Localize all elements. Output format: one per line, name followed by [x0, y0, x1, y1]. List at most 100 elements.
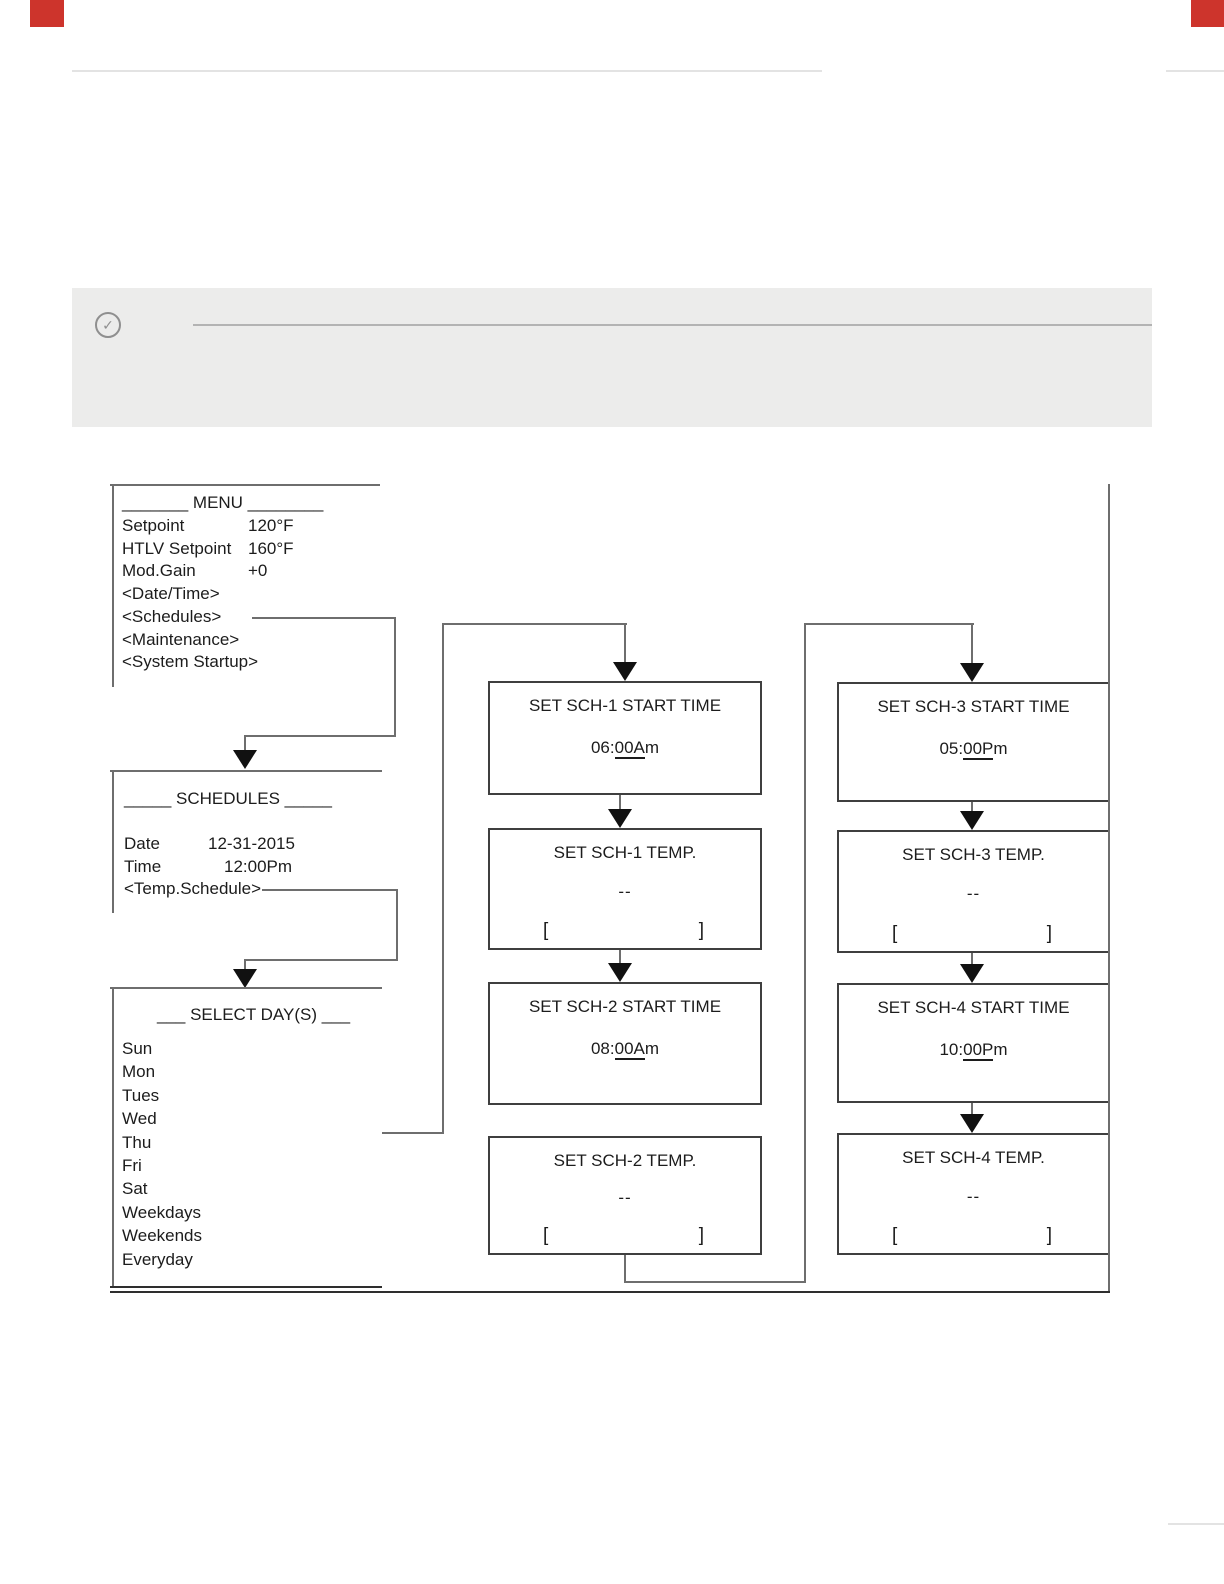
check-circle-icon: ✓ — [95, 312, 121, 338]
temp-placeholder: -- — [966, 884, 981, 903]
select-days-top-edge — [110, 987, 382, 989]
schedules-row-temp-schedule: <Temp.Schedule> — [124, 878, 295, 901]
page-rule-bottom-right — [1168, 1523, 1224, 1525]
sch-box-title: SET SCH-3 START TIME — [877, 697, 1070, 716]
time-underlined: 00P — [963, 1040, 994, 1061]
arrow-down-icon — [960, 964, 984, 983]
temp-placeholder: -- — [618, 881, 632, 901]
time-prefix: 06: — [590, 738, 615, 757]
day-item: Thu — [122, 1132, 152, 1152]
connector-line — [262, 889, 398, 891]
sch1-start-time-box: SET SCH-1 START TIME 06:00Am — [488, 681, 762, 795]
sch-box-title: SET SCH-1 TEMP. — [553, 843, 697, 862]
arrow-down-icon — [233, 750, 257, 769]
connector-line — [624, 1255, 626, 1283]
menu-row-label: Setpoint — [122, 516, 185, 535]
time-suffix: m — [993, 1040, 1008, 1059]
sch2-start-time-box: SET SCH-2 START TIME 08:00Am — [488, 982, 762, 1105]
page-rule-top-right — [1166, 70, 1224, 72]
menu-row-system-startup: <System Startup> — [122, 651, 294, 674]
sch3-temp-box: SET SCH-3 TEMP. -- [] — [837, 830, 1110, 953]
menu-screen-left-edge — [112, 484, 114, 687]
connector-line — [619, 950, 621, 965]
bracket-close: ] — [1046, 1225, 1052, 1246]
arrow-down-icon — [960, 663, 984, 682]
time-prefix: 10: — [939, 1040, 964, 1059]
time-suffix: m — [993, 739, 1008, 758]
sch-box-title: SET SCH-3 TEMP. — [902, 845, 1045, 864]
sch-box-title: SET SCH-1 START TIME — [528, 696, 722, 715]
day-item: Sun — [122, 1039, 153, 1058]
bracket-close: ] — [698, 1225, 704, 1246]
temp-entry-brackets: [] — [490, 1225, 760, 1247]
select-days-bottom-edge — [110, 1286, 382, 1288]
connector-line — [624, 1281, 806, 1283]
arrow-down-icon — [608, 963, 632, 982]
sch-box-title: SET SCH-2 TEMP. — [553, 1151, 697, 1170]
day-item: Fri — [122, 1156, 142, 1176]
sch4-start-time-box: SET SCH-4 START TIME 10:00Pm — [837, 983, 1110, 1103]
note-banner: ✓ — [72, 288, 1152, 427]
connector-line — [442, 623, 627, 625]
menu-row-label: <System Startup> — [122, 652, 259, 672]
sch-start-time-value: 08:00Am — [591, 1039, 660, 1060]
connector-line — [244, 735, 396, 737]
menu-row-label: <Maintenance> — [122, 629, 240, 649]
time-underlined: 00A — [614, 738, 645, 759]
bracket-open: [ — [892, 923, 898, 944]
connector-line — [442, 623, 444, 1134]
sch-start-time-value: 05:00Pm — [939, 739, 1008, 760]
arrow-down-icon — [233, 969, 257, 988]
connector-line — [624, 623, 626, 663]
schedules-row-value: 12:00Pm — [224, 856, 293, 876]
time-suffix: m — [644, 1039, 660, 1058]
connector-line — [382, 1132, 444, 1134]
red-corner-mark-left — [30, 0, 64, 27]
time-underlined: 00P — [963, 739, 994, 760]
temp-entry-brackets: [] — [839, 923, 1108, 945]
bracket-open: [ — [543, 920, 549, 941]
arrow-down-icon — [608, 809, 632, 828]
menu-row-date-time: <Date/Time> — [122, 583, 294, 606]
bracket-close: ] — [698, 920, 704, 941]
schedules-row-label: Time — [124, 856, 162, 876]
day-item: Tues — [122, 1085, 160, 1105]
connector-line — [244, 735, 246, 752]
temp-placeholder: -- — [618, 1188, 632, 1207]
arrow-down-icon — [960, 1114, 984, 1133]
sch2-temp-box: SET SCH-2 TEMP. -- [] — [488, 1136, 762, 1255]
schedules-row-label: Date — [124, 834, 160, 853]
connector-line — [244, 959, 246, 971]
menu-row-value: 160°F — [248, 538, 294, 558]
connector-line — [971, 953, 973, 966]
schedules-screen-top-edge — [110, 770, 382, 772]
day-item: Wed — [122, 1109, 157, 1129]
arrow-down-icon — [960, 811, 984, 830]
schedules-row-value: 12-31-2015 — [208, 834, 295, 853]
diagram-bottom-edge — [110, 1291, 1110, 1293]
sch-start-time-value: 06:00Am — [590, 738, 659, 759]
sch1-temp-box: SET SCH-1 TEMP. -- [] — [488, 828, 762, 950]
menu-row-value: +0 — [248, 561, 268, 581]
time-underlined: 00A — [614, 1039, 645, 1060]
schedules-row-date: Date 12-31-2015 — [124, 833, 295, 856]
bracket-close: ] — [1046, 923, 1052, 944]
menu-title: _______ MENU ________ — [122, 493, 324, 512]
connector-line — [619, 795, 621, 811]
schedules-title: _____ SCHEDULES _____ — [124, 789, 332, 808]
sch-box-title: SET SCH-4 START TIME — [877, 998, 1070, 1017]
temp-entry-brackets: [] — [839, 1225, 1108, 1247]
sch-box-title: SET SCH-4 TEMP. — [902, 1148, 1045, 1167]
temp-placeholder: -- — [966, 1186, 981, 1206]
menu-row-label: Mod.Gain — [122, 561, 196, 581]
day-item: Weekends — [122, 1226, 203, 1246]
select-days-screen: Sun Mon Tues Wed Thu Fri Sat Weekdays We… — [122, 1037, 202, 1271]
menu-row-maintenance: <Maintenance> — [122, 629, 294, 652]
menu-row-schedules: <Schedules> — [122, 606, 294, 629]
select-days-left-edge — [112, 987, 114, 1288]
schedules-screen: Date 12-31-2015 Time 12:00Pm <Temp.Schedul… — [124, 833, 295, 901]
menu-row-label: <Schedules> — [122, 606, 222, 626]
